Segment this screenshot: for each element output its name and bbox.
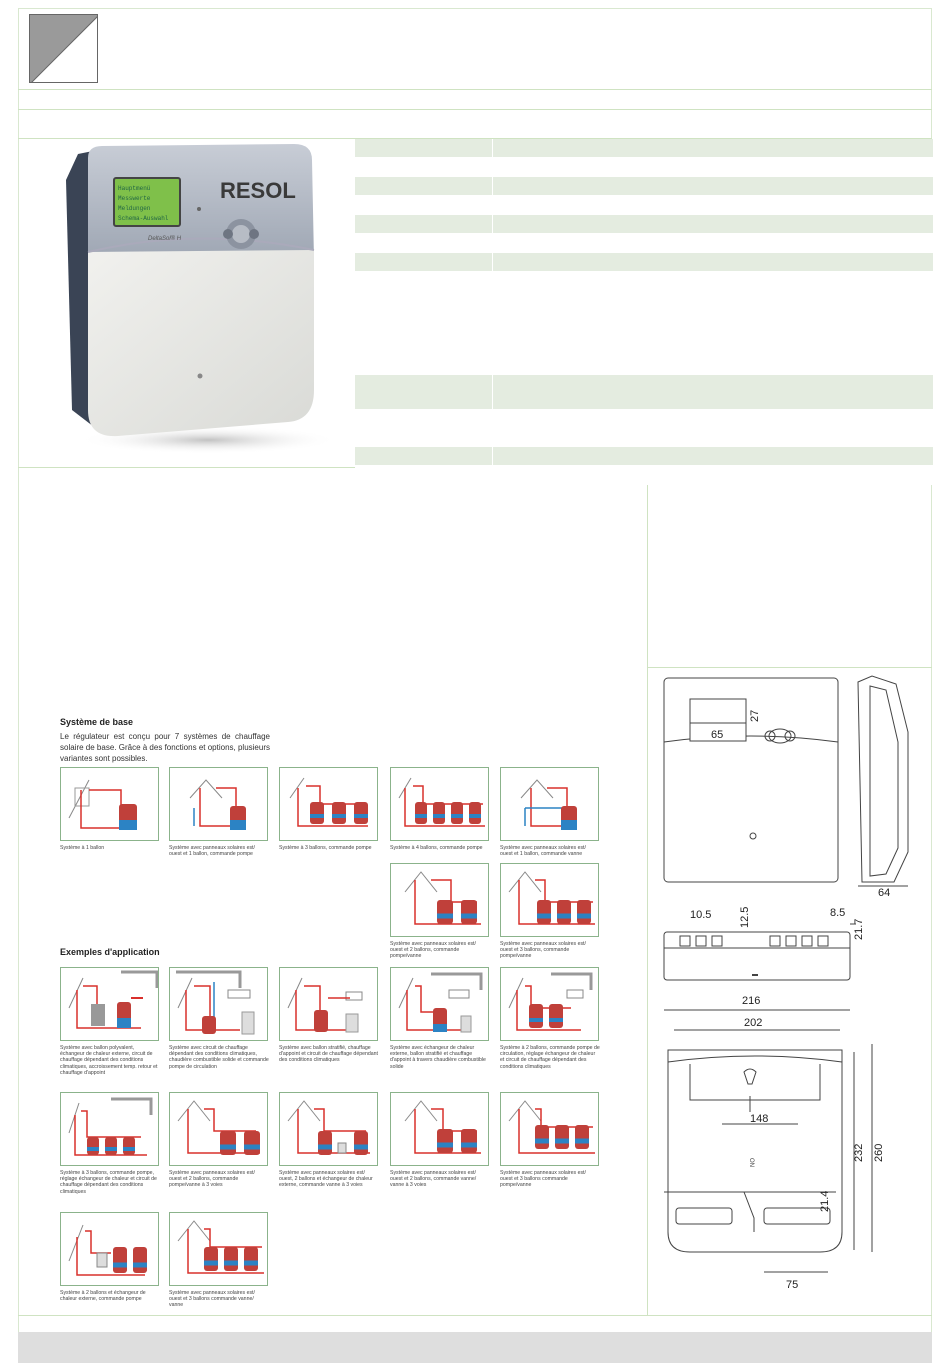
dim-label: 65: [711, 729, 723, 741]
right-column-divider: [647, 667, 932, 668]
schematic-thumbnail: [500, 767, 599, 841]
brand-logo: RESOL: [220, 178, 296, 203]
caption: Système avec panneaux solaires est/ oues…: [390, 1170, 477, 1189]
caption: Système avec panneaux solaires est/ oues…: [169, 1290, 255, 1309]
display-line: Meldungen: [118, 205, 151, 212]
section-examples-title: Exemples d'application: [60, 947, 160, 957]
caption: Système avec panneaux solaires est/ oues…: [169, 1170, 255, 1189]
caption: Système avec panneaux solaires est/ oues…: [500, 941, 586, 960]
dim-label: 8.5: [830, 907, 845, 919]
dim-label: 64: [878, 887, 890, 899]
dim-label: 75: [786, 1279, 798, 1291]
dim-label: 148: [750, 1113, 768, 1125]
dim-label: 202: [744, 1017, 762, 1029]
header-divider: [18, 89, 932, 90]
schematic-thumbnail: [169, 767, 268, 841]
dim-label: 21.7: [853, 919, 865, 940]
caption: Système avec échangeur de chaleur extern…: [390, 1045, 486, 1070]
dim-label: 10.5: [690, 909, 711, 921]
example-thumbnail: [60, 1092, 159, 1166]
back-mark: ON: [748, 1158, 754, 1167]
example-thumbnail: [279, 967, 378, 1041]
caption: Système à 4 ballons, commande pompe: [390, 845, 483, 851]
footer-divider: [18, 1315, 932, 1316]
example-thumbnail: [169, 1092, 268, 1166]
side-view: 64: [857, 675, 909, 899]
display-line: Schema-Auswahl: [118, 215, 169, 222]
product-photo: Hauptmenü Messwerte Meldungen Schema-Aus…: [66, 144, 330, 454]
caption: Système avec panneaux solaires est/ oues…: [279, 1170, 373, 1189]
caption: Système avec panneaux solaires est/ oues…: [390, 941, 476, 960]
technical-drawings: 65 27 64 10.5 12.5 8.5 21.7 216 202: [663, 675, 909, 1291]
caption: Système avec ballon stratifié, chauffage…: [279, 1045, 378, 1064]
example-thumbnail: [279, 1092, 378, 1166]
bottom-view: 10.5 12.5 8.5 21.7: [663, 907, 865, 981]
caption: Système avec panneaux solaires est/ oues…: [169, 845, 255, 858]
schematic-thumbnail: [60, 767, 159, 841]
example-thumbnail: [500, 1092, 599, 1166]
schematic-thumbnail: [500, 863, 599, 937]
caption: Système à 1 ballon: [60, 845, 105, 851]
display-line: Hauptmenü: [118, 185, 151, 192]
example-thumbnail: [390, 967, 489, 1041]
header-divider-2: [18, 109, 932, 110]
caption: Système avec panneaux solaires est/ oues…: [500, 845, 586, 858]
back-view: 216 202 148 ON 232 260 21.4 75: [664, 995, 885, 1291]
spec-table: [355, 139, 933, 485]
schematic-thumbnail: [390, 863, 489, 937]
caption: Système avec panneaux solaires est/ oues…: [500, 1170, 586, 1189]
caption: Système à 2 ballons, commande pompe de c…: [500, 1045, 600, 1070]
caption: Système à 3 ballons, commande pompe, rég…: [60, 1170, 157, 1195]
example-thumbnail: [169, 967, 268, 1041]
dim-label: 21.4: [819, 1191, 831, 1212]
corner-logo: [29, 14, 98, 83]
example-thumbnail: [60, 1212, 159, 1286]
schematic-thumbnail: [279, 767, 378, 841]
dim-label: 27: [749, 710, 761, 722]
dim-label: 232: [853, 1144, 865, 1162]
dim-label: 216: [742, 995, 760, 1007]
dim-label: 12.5: [739, 907, 751, 928]
caption: Système à 2 ballons et échangeur de chal…: [60, 1290, 146, 1303]
example-thumbnail: [390, 1092, 489, 1166]
column-divider: [647, 467, 648, 1315]
footer-bar: [18, 1332, 932, 1363]
example-thumbnail: [500, 967, 599, 1041]
model-label: DeltaSol® H: [148, 235, 182, 242]
caption: Système à 3 ballons, commande pompe: [279, 845, 372, 851]
intro-text: Le régulateur est conçu pour 7 systèmes …: [60, 732, 270, 763]
title-divider: [18, 138, 932, 139]
example-thumbnail: [60, 967, 159, 1041]
display-line: Messwerte: [118, 195, 151, 202]
dim-label: 260: [873, 1144, 885, 1162]
example-thumbnail: [169, 1212, 268, 1286]
schematic-thumbnail: [390, 767, 489, 841]
caption: Système avec ballon polyvalent, échangeu…: [60, 1045, 158, 1076]
section-basic-title: Système de base: [60, 717, 134, 727]
caption: Système avec circuit de chauffage dépend…: [169, 1045, 269, 1070]
front-view: 65 27: [663, 677, 839, 883]
